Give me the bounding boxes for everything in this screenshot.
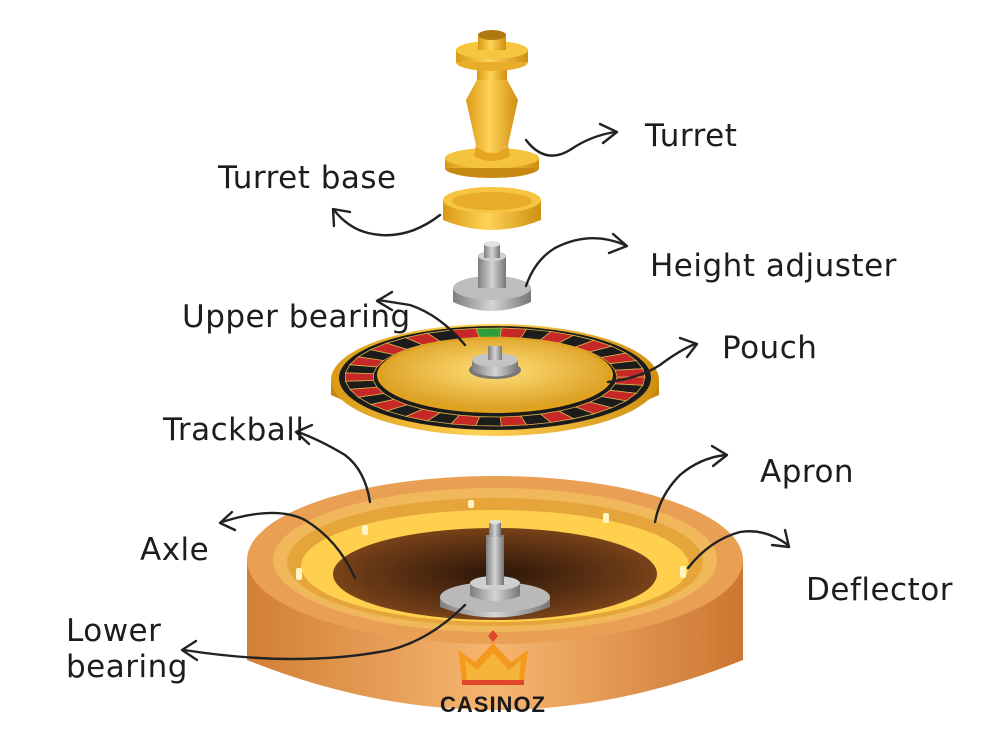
arrow-upper-bearing [376, 298, 467, 347]
arrow-lower-bearing [182, 603, 467, 661]
label-turret-base: Turret base [217, 160, 397, 196]
height-adjuster [453, 241, 531, 311]
arrow-apron [653, 453, 727, 524]
roulette-wheel-head [331, 324, 659, 436]
label-turret: Turret [644, 118, 737, 154]
turret-base [443, 187, 541, 230]
crown-icon [458, 630, 528, 685]
label-height-adjuster: Height adjuster [650, 248, 897, 284]
arrowhead-pouch [678, 336, 699, 359]
label-apron: Apron [760, 454, 854, 490]
label-upper-bearing: Upper bearing [182, 299, 411, 335]
arrowhead-turret-base [331, 207, 352, 228]
arrowhead-turret [598, 122, 619, 145]
arrowhead-lower-bearing [180, 639, 199, 662]
arrow-axle [220, 511, 357, 580]
arrowhead-height-adjuster [607, 232, 629, 255]
label-lower-bearing-line1: Lower [66, 613, 161, 649]
arrowhead-deflector [770, 528, 791, 549]
label-lower-bearing-line2: bearing [66, 649, 188, 685]
arrow-pouch [606, 342, 697, 384]
casinoz-logo: CASINOZ [440, 630, 546, 717]
part-labels: Turret Turret base Height adjuster Upper… [66, 118, 953, 685]
arrow-turret [524, 130, 617, 157]
pocket [475, 327, 502, 338]
number-pockets [344, 327, 646, 427]
arrow-trackball [296, 430, 372, 504]
label-axle: Axle [140, 532, 209, 568]
logo-text: CASINOZ [440, 692, 546, 717]
label-deflector: Deflector [806, 572, 953, 608]
arrowhead-axle [218, 510, 237, 532]
turret [445, 30, 539, 178]
leader-arrows [180, 122, 791, 662]
pocket [475, 416, 502, 427]
label-pouch: Pouch [722, 330, 817, 366]
arrow-deflector [686, 530, 790, 570]
label-trackball: Trackball [162, 412, 305, 448]
arrow-height-adjuster [524, 236, 627, 288]
arrowhead-apron [710, 444, 729, 468]
pocket [345, 372, 374, 382]
arrow-turret-base [332, 208, 442, 237]
deflectors [296, 500, 686, 580]
lower-bearing [440, 576, 550, 618]
arrowhead-upper-bearing [375, 290, 394, 312]
axle [486, 520, 504, 585]
arrowhead-trackball [294, 423, 314, 446]
